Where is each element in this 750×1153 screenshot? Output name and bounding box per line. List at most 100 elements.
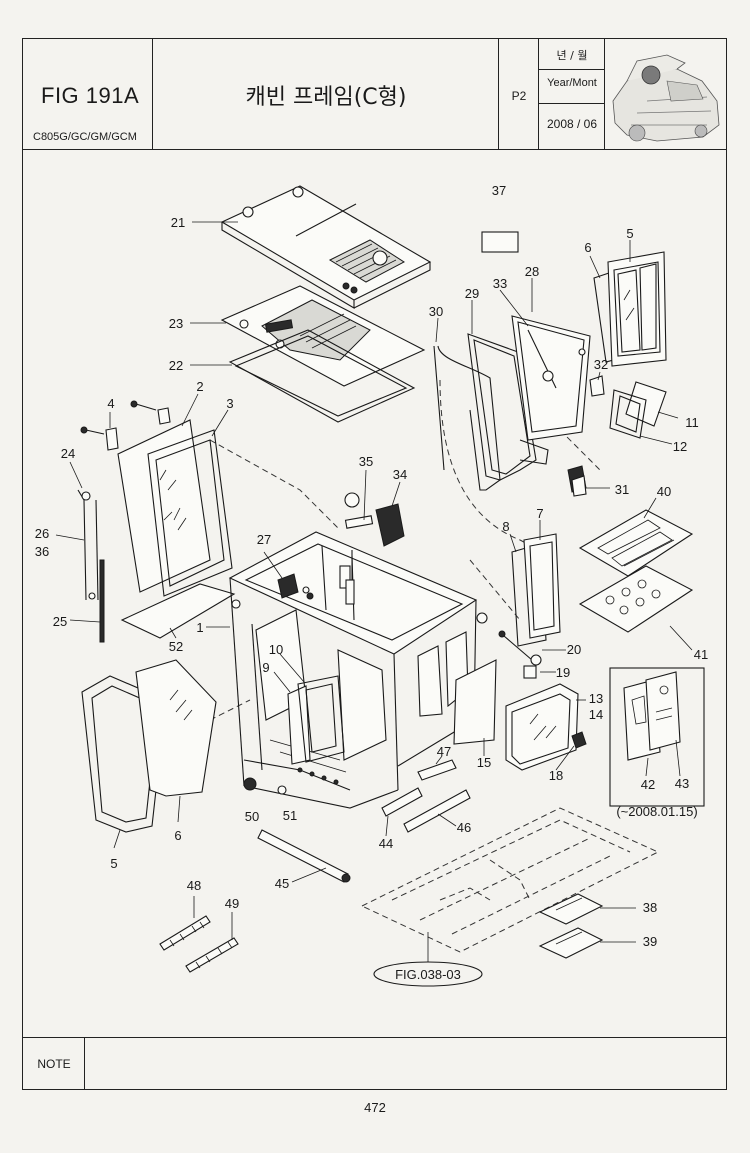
callout-23: 23: [169, 316, 183, 331]
callout-47: 47: [437, 744, 451, 759]
callout-40: 40: [657, 484, 671, 499]
part-clip: [571, 731, 587, 749]
callout-51: 51: [283, 808, 297, 823]
part-door-strut: [77, 489, 105, 643]
part-door-inner-window: [287, 675, 345, 765]
part-mirror-pad: [375, 503, 405, 547]
part-latch-bolt-set: [498, 630, 542, 679]
revision-date: 2008 / 06: [546, 117, 598, 131]
callout-33: 33: [493, 276, 507, 291]
callout-50: 50: [245, 809, 259, 824]
callout-48: 48: [187, 878, 201, 893]
part-grommet: [277, 785, 287, 795]
reference-figure-label: FIG.038-03: [395, 967, 461, 982]
note-label-cell: [23, 1037, 85, 1089]
callout-14: 14: [589, 707, 603, 722]
part-rear-side-window: [505, 683, 579, 771]
callout-31: 31: [615, 482, 629, 497]
callout-22: 22: [169, 358, 183, 373]
part-roof-inner-panel: [220, 285, 426, 387]
part-pin-49: [185, 937, 239, 973]
callout-44: 44: [379, 836, 393, 851]
callout-28: 28: [525, 264, 539, 279]
part-small-glass-set: [589, 375, 667, 439]
callout-30: 30: [429, 304, 443, 319]
page-number: 472: [364, 1100, 386, 1115]
callout-32: 32: [594, 357, 608, 372]
callout-27: 27: [257, 532, 271, 547]
part-inset-pads: [623, 671, 681, 761]
part-front-window-seal: [81, 675, 167, 833]
callout-35: 35: [359, 454, 373, 469]
callout-11: 11: [685, 415, 699, 430]
callout-26: 26: [35, 526, 49, 541]
callout-52: 52: [169, 639, 183, 654]
fig-number: FIG 191A: [41, 83, 140, 108]
part-cable-fitting: [339, 492, 374, 605]
part-door-hinge: [567, 465, 587, 497]
callout-8: 8: [502, 519, 509, 534]
page-title: 캐빈 프레임(C형): [245, 85, 407, 110]
inset-box: [609, 667, 705, 807]
part-roof-seal: [228, 329, 416, 423]
part-bolts-bracket: [80, 400, 171, 451]
callout-29: 29: [465, 286, 479, 301]
part-door-latch: [277, 573, 310, 599]
callout-43: 43: [675, 776, 689, 791]
part-plate-38: [538, 893, 604, 925]
callout-2: 2: [196, 379, 203, 394]
callout-49: 49: [225, 896, 239, 911]
title-cell: [153, 39, 499, 149]
parts-page-frame: FIG 191A C805G/GC/GM/GCM 캐빈 프레임(C형) P2 년…: [22, 38, 727, 1090]
callout-34: 34: [393, 467, 407, 482]
callout-3: 3: [226, 396, 233, 411]
callout-46: 46: [457, 820, 471, 835]
date-rule-2: [539, 103, 605, 104]
page-code: P2: [511, 89, 527, 103]
callout-6-upper: 6: [584, 240, 591, 255]
callout-15: 15: [477, 755, 491, 770]
callout-25: 25: [53, 614, 67, 629]
callout-5-lower: 5: [110, 856, 117, 871]
callout-10: 10: [269, 642, 283, 657]
callout-24: 24: [61, 446, 75, 461]
part-side-window-assembly: [433, 315, 591, 491]
part-step-plate: [120, 583, 236, 639]
callout-45: 45: [275, 876, 289, 891]
year-month-label-ko: 년 / 월: [556, 49, 588, 62]
callout-37: 37: [492, 183, 506, 198]
callout-6-lower: 6: [174, 828, 181, 843]
part-floor-mat-upper: [578, 509, 694, 577]
fig-cell: [23, 39, 153, 149]
part-knob: [243, 777, 257, 791]
part-pin-48: [159, 915, 211, 951]
part-rod: [257, 829, 351, 883]
callout-5-upper: 5: [626, 226, 633, 241]
callout-7: 7: [536, 506, 543, 521]
callout-12: 12: [673, 439, 687, 454]
callout-4: 4: [107, 396, 114, 411]
part-floor-frame-reference: [360, 807, 660, 953]
year-month-label-en: Year/Mont: [547, 77, 597, 89]
part-floor-mat-lower: [578, 565, 694, 633]
page-code-cell: [499, 39, 539, 149]
callout-20: 20: [567, 642, 581, 657]
callout-38: 38: [643, 900, 657, 915]
date-rule-1: [539, 69, 605, 70]
note-top-rule: [23, 1037, 726, 1038]
date-cell: [539, 39, 605, 149]
part-support-bars: [381, 759, 471, 833]
callout-numbers: 21 23 22 37 6 5 33 28 29 30 32 11 12 2 3…: [35, 183, 708, 949]
callout-41: 41: [694, 647, 708, 662]
inset-date-note: (~2008.01.15): [616, 804, 697, 819]
reference-oval: [373, 961, 483, 987]
part-front-window-glass: [135, 659, 217, 797]
part-roof-cover: [220, 185, 432, 309]
part-plate-39: [538, 927, 604, 959]
callout-36: 36: [35, 544, 49, 559]
part-rear-window: [117, 419, 233, 597]
callout-19: 19: [556, 665, 570, 680]
callout-42: 42: [641, 777, 655, 792]
part-side-panel-glass: [453, 659, 497, 745]
